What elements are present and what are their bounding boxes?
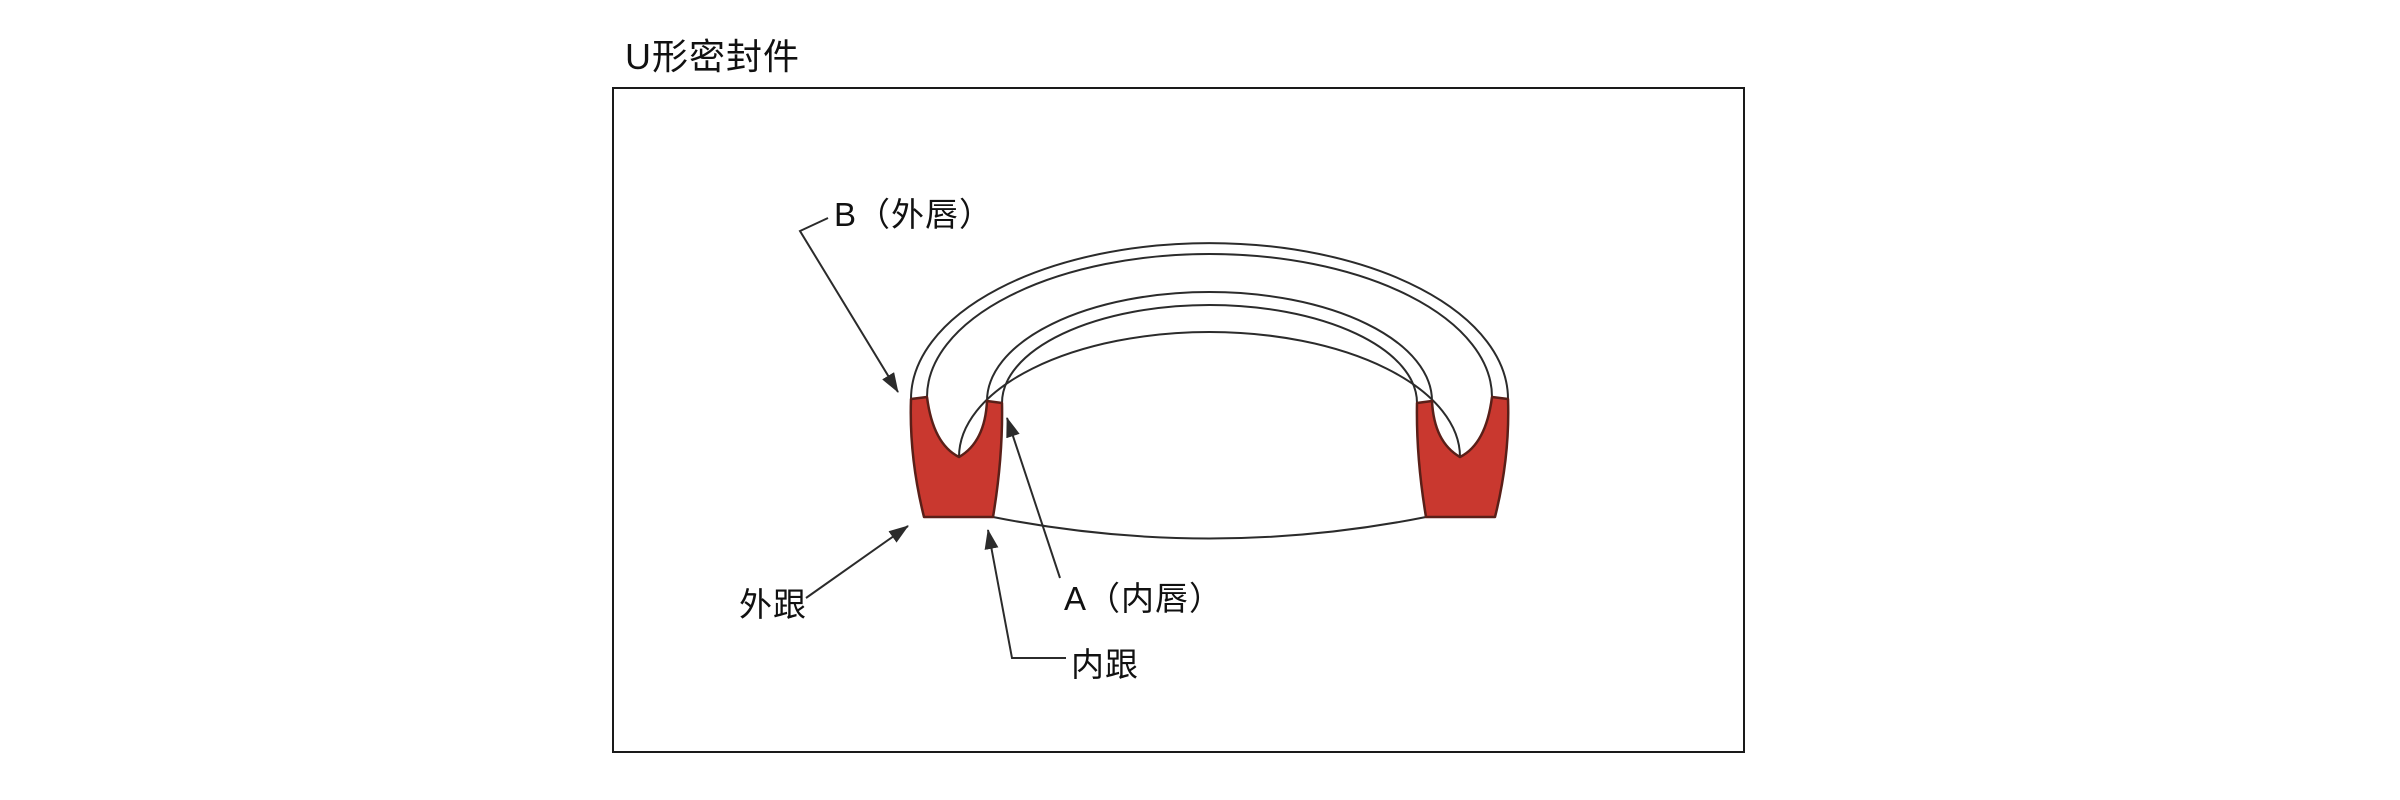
leader-inner-heel	[984, 529, 1066, 659]
label-inner-lip: A（内唇）	[1064, 580, 1224, 617]
label-outer-lip: B（外唇）	[834, 196, 994, 233]
bore-rim-arc	[1001, 304, 1418, 404]
leader-outer-heel	[805, 525, 909, 599]
diagram-title: U形密封件	[625, 36, 800, 77]
inner-lip-outer-edge-arc	[986, 291, 1433, 402]
leader-inner-lip	[1006, 417, 1061, 579]
seal-ring-lines	[910, 242, 1509, 540]
left-cross-section	[909, 395, 1004, 519]
right-cross-section	[1415, 395, 1510, 519]
outer-rim-arc	[910, 242, 1509, 400]
label-outer-heel: 外跟	[739, 586, 807, 623]
bore-front-bottom-arc	[992, 516, 1427, 540]
groove-bottom-arc	[958, 331, 1461, 458]
label-inner-heel: 内跟	[1071, 646, 1139, 683]
diagram-frame	[612, 87, 1745, 753]
outer-lip-inner-edge-arc	[926, 253, 1493, 398]
leader-lines	[798, 217, 1066, 659]
leader-outer-lip	[798, 217, 899, 393]
